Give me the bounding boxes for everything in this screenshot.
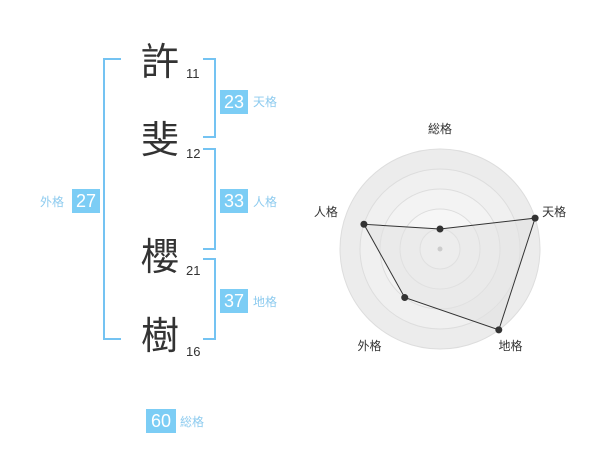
jinkaku-bracket [203, 148, 216, 250]
name-char-2: 斐 [141, 118, 180, 162]
radar-point-3 [401, 294, 409, 302]
soukaku-badge: 60 [146, 409, 176, 433]
stroke-count-2: 12 [186, 146, 201, 161]
radar-label-2: 地格 [499, 338, 523, 353]
tenkaku-bracket [203, 58, 216, 138]
radar-label-0: 総格 [428, 121, 452, 136]
radar-point-1 [531, 214, 539, 222]
radar-point-4 [360, 220, 368, 228]
radar-label-3: 外格 [357, 338, 381, 353]
tenkaku-badge: 23 [220, 90, 248, 114]
soukaku-label: 総格 [180, 415, 205, 429]
name-char-4: 樹 [141, 314, 180, 358]
gaikaku-label: 外格 [40, 195, 65, 209]
chikaku-label: 地格 [253, 295, 278, 309]
radar-polygon [363, 217, 536, 331]
chikaku-badge: 37 [220, 289, 248, 313]
chikaku-bracket [203, 258, 216, 340]
name-char-1: 許 [141, 40, 180, 84]
jinkaku-badge: 33 [220, 189, 248, 213]
stroke-count-4: 16 [186, 344, 201, 359]
gaikaku-bracket [103, 58, 121, 340]
stroke-count-1: 11 [186, 66, 200, 81]
gaikaku-badge: 27 [72, 189, 100, 213]
jinkaku-label: 人格 [253, 195, 278, 209]
tenkaku-label: 天格 [253, 95, 278, 109]
radar-point-0 [436, 225, 444, 233]
radar-point-2 [495, 326, 503, 334]
name-char-3: 櫻 [141, 235, 180, 279]
stroke-count-3: 21 [186, 263, 201, 278]
radar-label-4: 人格 [314, 204, 338, 219]
radar-center [437, 246, 443, 252]
radar-label-1: 天格 [542, 204, 566, 219]
